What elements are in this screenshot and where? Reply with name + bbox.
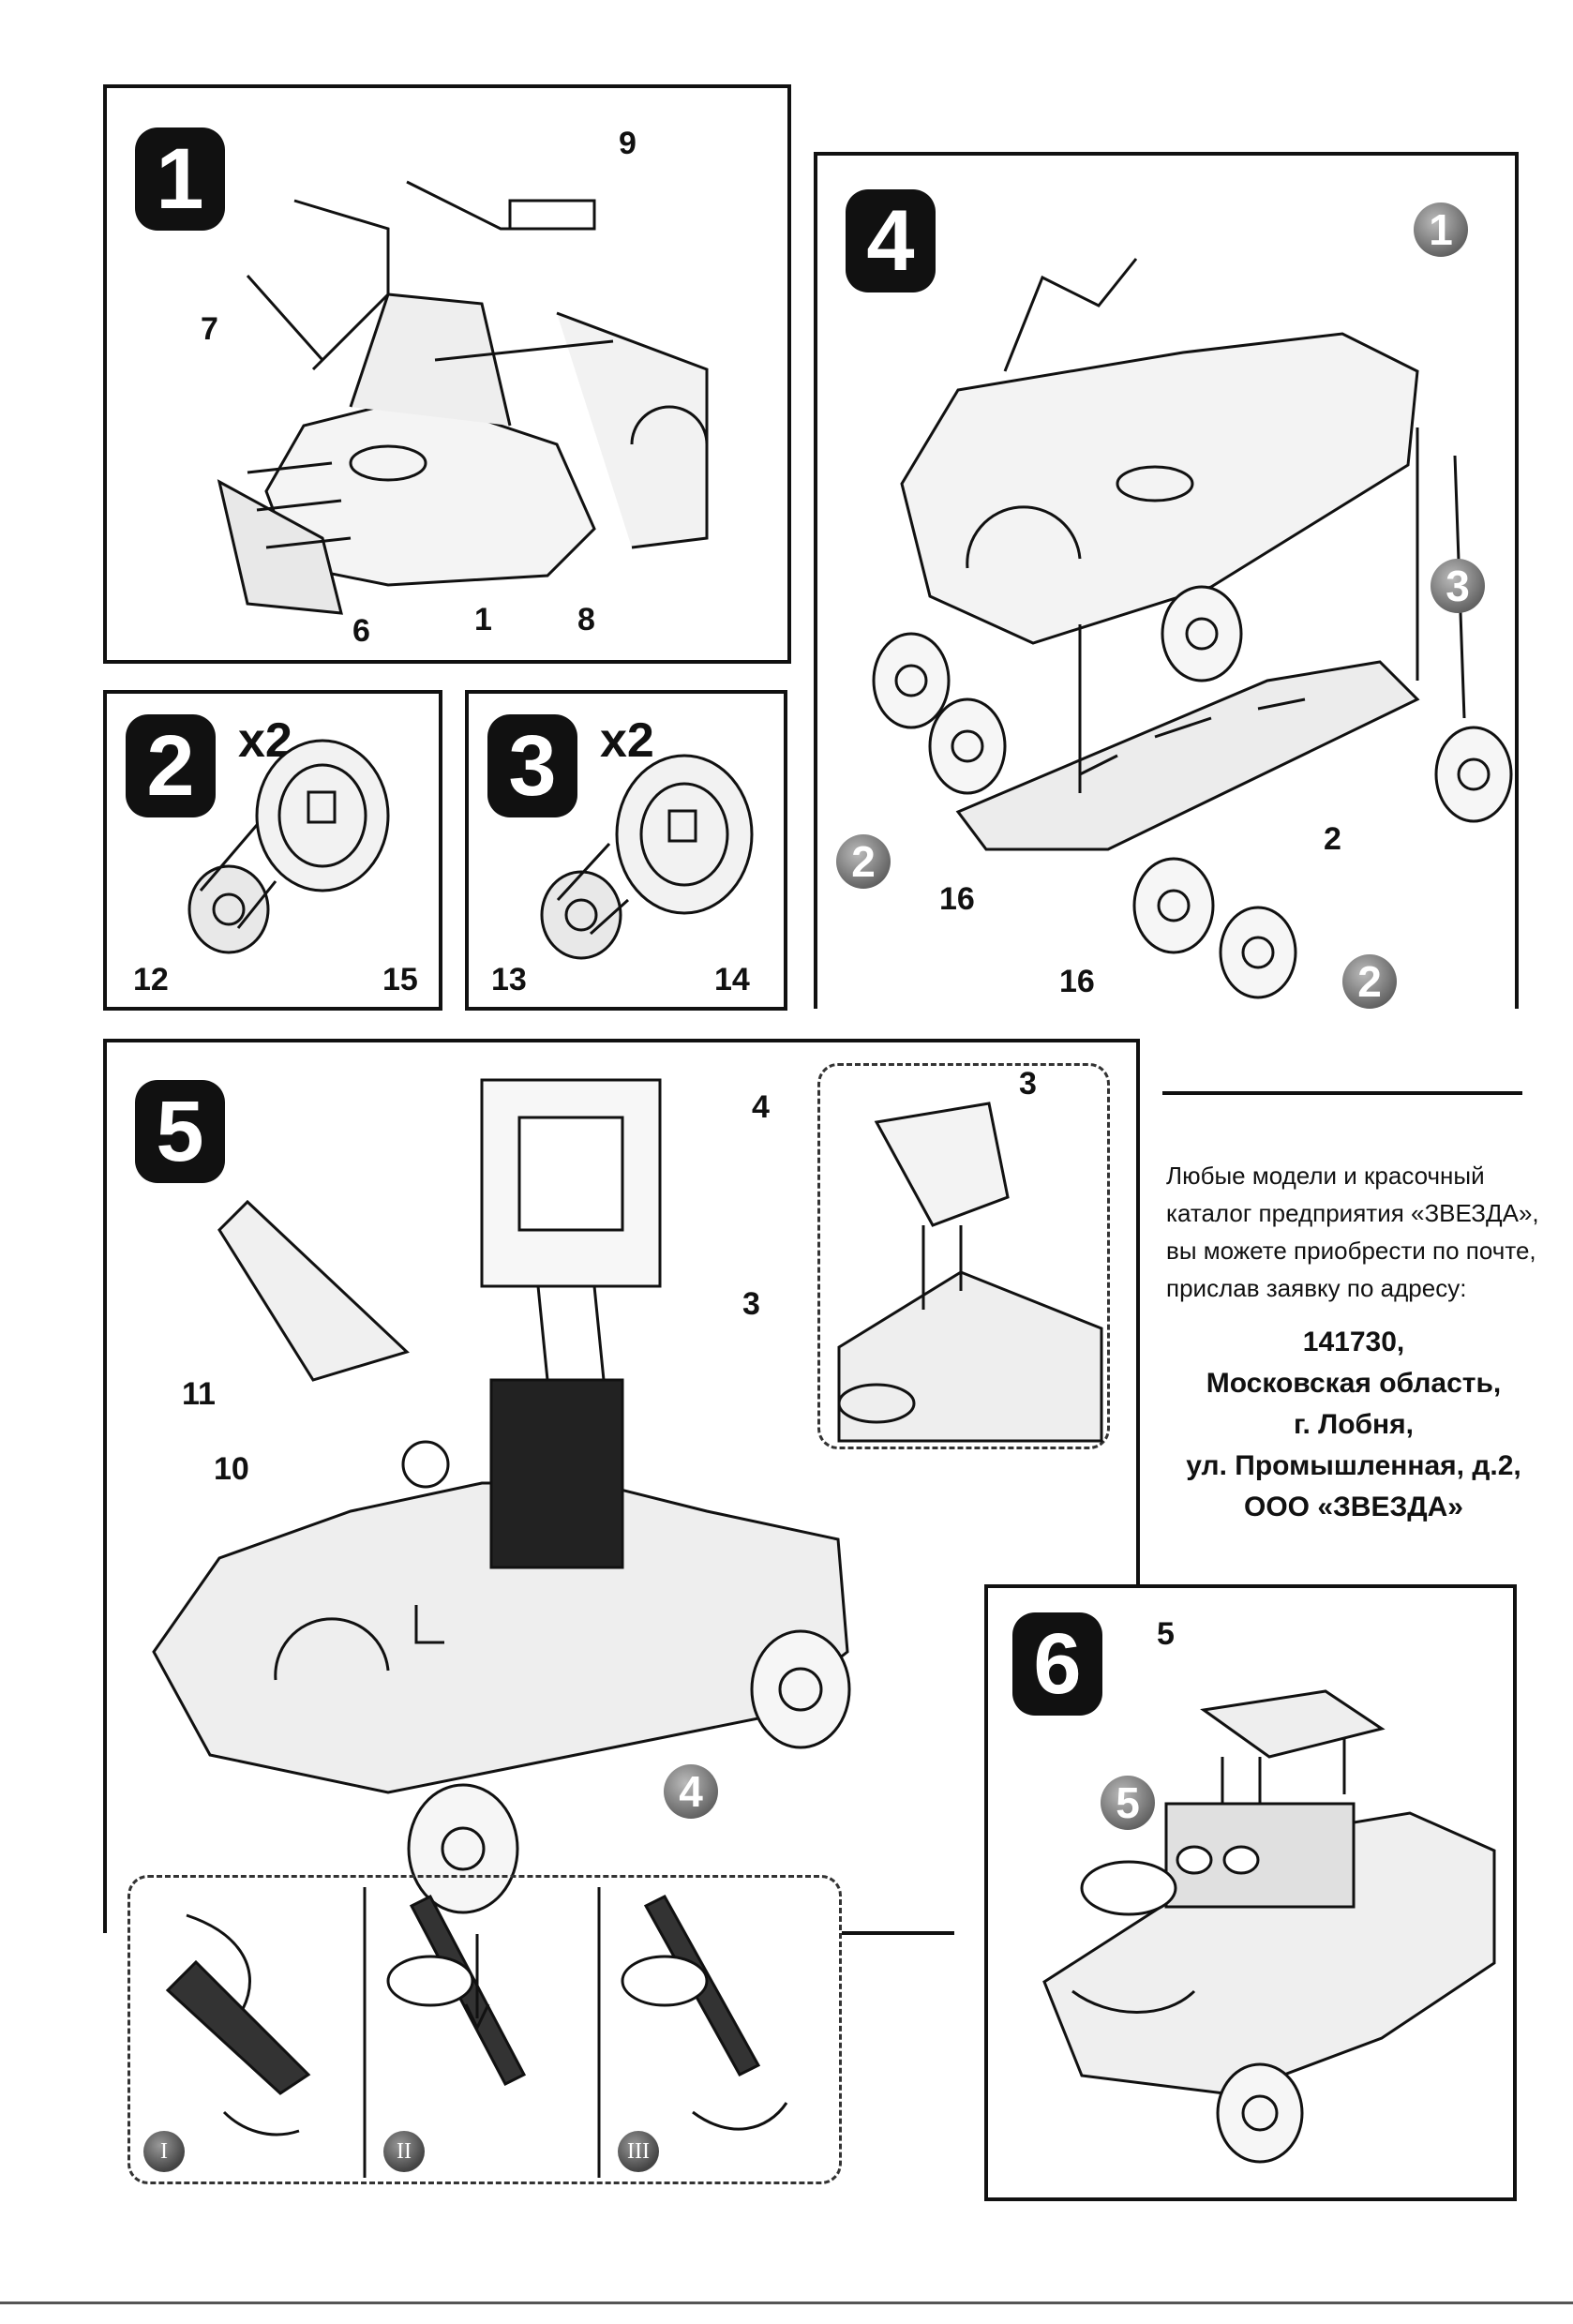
part-label-11: 11 bbox=[182, 1376, 216, 1412]
step-6-number: 6 bbox=[1012, 1612, 1102, 1716]
callout-badge-5: 5 bbox=[1101, 1776, 1155, 1830]
step-3-multiplier: x2 bbox=[600, 713, 654, 768]
wheel-illustration bbox=[187, 739, 390, 954]
step-2-number: 2 bbox=[126, 714, 216, 817]
step-4-number: 4 bbox=[846, 189, 936, 292]
crane-illustration bbox=[837, 1102, 1103, 1443]
step-1-panel: 1 9 7 6 1 8 bbox=[103, 84, 791, 664]
page-bottom-rule bbox=[0, 2302, 1573, 2304]
part-label-2: 2 bbox=[1324, 821, 1341, 857]
part-label-14: 14 bbox=[714, 962, 750, 997]
callout-badge-3: 3 bbox=[1431, 559, 1485, 613]
substep-II: II bbox=[383, 2131, 425, 2172]
chassis-illustration bbox=[872, 258, 1513, 999]
address-line: г. Лобня, bbox=[1293, 1409, 1415, 1440]
step-2-panel: 2 x2 12 15 bbox=[103, 690, 442, 1011]
part-label-10: 10 bbox=[214, 1451, 249, 1487]
step-1-number: 1 bbox=[135, 127, 225, 231]
divider-line bbox=[842, 1931, 954, 1935]
part-label-6: 6 bbox=[352, 613, 370, 649]
wheel-illustration bbox=[540, 754, 754, 960]
callout-badge-2: 2 bbox=[836, 834, 891, 889]
order-note-line: Любые модели и красочный bbox=[1166, 1162, 1485, 1190]
part-label-3: 3 bbox=[742, 1286, 760, 1322]
address-line: ул. Промышленная, д.2, bbox=[1186, 1450, 1521, 1481]
step-5-number: 5 bbox=[135, 1080, 225, 1183]
part-label-5: 5 bbox=[1157, 1616, 1175, 1652]
order-address: 141730, Московская область, г. Лобня, ул… bbox=[1166, 1322, 1541, 1528]
callout-badge-1: 1 bbox=[1414, 202, 1468, 257]
order-note: Любые модели и красочный каталог предпри… bbox=[1166, 1157, 1541, 1307]
crane-illustration bbox=[152, 1078, 851, 1914]
hand-illustration bbox=[165, 1887, 788, 2178]
part-label-15: 15 bbox=[382, 962, 418, 997]
truck-body-illustration bbox=[1042, 1689, 1496, 2164]
callout-badge-2b: 2 bbox=[1342, 954, 1397, 1009]
part-label-12: 12 bbox=[133, 962, 169, 997]
divider-line bbox=[1162, 1091, 1522, 1095]
step-6-panel: 6 5 5 bbox=[984, 1584, 1517, 2201]
part-label-8: 8 bbox=[577, 602, 595, 637]
step-5-panel: 5 4 3 11 10 4 bbox=[103, 1039, 1140, 1933]
step-3-number: 3 bbox=[487, 714, 577, 817]
address-line: ООО «ЗВЕЗДА» bbox=[1243, 1492, 1463, 1522]
part-label-4: 4 bbox=[752, 1089, 770, 1125]
truck-body-illustration bbox=[217, 180, 709, 615]
part-label-3-inset: 3 bbox=[1019, 1066, 1037, 1102]
order-note-line: вы можете приобрести по почте, bbox=[1166, 1237, 1536, 1265]
order-note-line: каталог предприятия «ЗВЕЗДА», bbox=[1166, 1199, 1539, 1227]
part-label-9: 9 bbox=[619, 126, 637, 161]
part-label-16: 16 bbox=[939, 881, 975, 917]
order-note-line: прислав заявку по адресу: bbox=[1166, 1274, 1467, 1302]
part-label-16b: 16 bbox=[1059, 964, 1095, 999]
substep-I: I bbox=[143, 2131, 185, 2172]
part-label-7: 7 bbox=[201, 311, 218, 347]
step-5-inset: 3 bbox=[817, 1063, 1110, 1449]
step-4-panel: 4 1 3 2 2 2 16 16 bbox=[814, 152, 1519, 1009]
part-label-13: 13 bbox=[491, 962, 527, 997]
callout-badge-4: 4 bbox=[664, 1764, 718, 1819]
step-5-substeps: I II III bbox=[127, 1875, 842, 2184]
step-3-panel: 3 x2 13 14 bbox=[465, 690, 787, 1011]
substep-III: III bbox=[618, 2131, 659, 2172]
part-label-1: 1 bbox=[474, 602, 492, 637]
address-line: Московская область, bbox=[1206, 1368, 1502, 1399]
address-line: 141730, bbox=[1302, 1327, 1405, 1357]
